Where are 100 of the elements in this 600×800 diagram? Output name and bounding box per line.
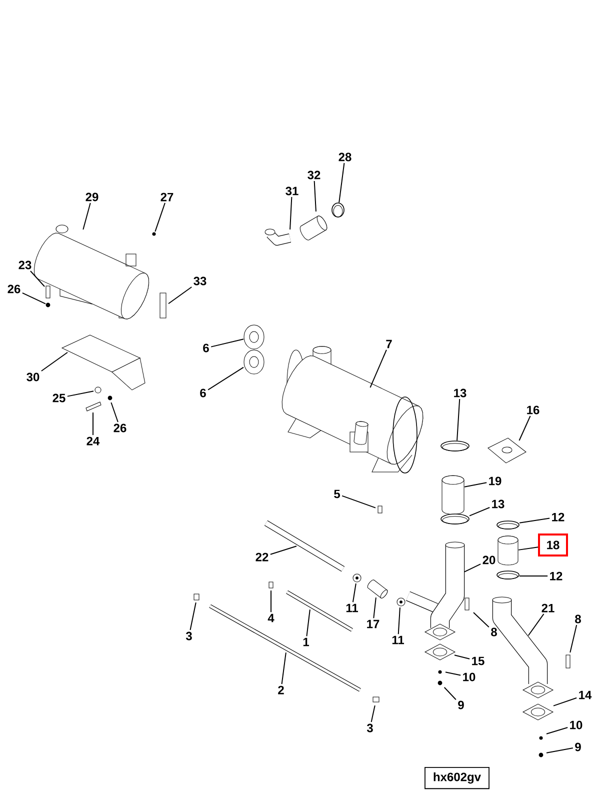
callout-number: 6 — [200, 388, 206, 398]
washer-drawing — [108, 396, 112, 400]
gasket-drawing — [522, 704, 554, 720]
leader-line — [464, 482, 488, 488]
callout-number: 11 — [392, 636, 404, 644]
leader-line — [546, 747, 574, 754]
tank-drawing — [34, 224, 150, 320]
fitting-drawing — [396, 598, 406, 606]
callout-number: 3 — [366, 724, 373, 732]
leader-line — [92, 412, 94, 436]
drawing-number-box: hx602gv — [424, 766, 490, 790]
leader-line — [270, 590, 272, 613]
callout-number: 14 — [579, 690, 592, 700]
callout-number: 18 — [538, 534, 568, 556]
gasket-drawing — [424, 644, 456, 660]
leader-line — [546, 727, 568, 734]
clamp-drawing — [496, 570, 520, 580]
leader-line — [456, 398, 460, 441]
callout-number: 10 — [570, 720, 582, 730]
clamp-drawing — [332, 202, 344, 218]
leader-line — [469, 507, 490, 516]
washer-drawing — [539, 736, 543, 740]
fitting-drawing — [194, 594, 200, 600]
callout-number: 32 — [308, 170, 320, 180]
callout-number: 28 — [338, 152, 352, 162]
callout-number: 8 — [575, 614, 581, 624]
washer-drawing — [438, 670, 442, 674]
hose-drawing — [300, 216, 328, 240]
leader-line — [370, 705, 376, 722]
leader-line — [454, 654, 470, 660]
sight-glass-drawing — [160, 292, 166, 318]
bolt-drawing — [566, 654, 570, 668]
callout-number: 9 — [575, 742, 581, 752]
leader-line — [290, 196, 292, 230]
fitting-drawing — [268, 582, 274, 588]
leader-line — [373, 597, 376, 619]
callout-number: 23 — [18, 260, 32, 270]
leader-line — [518, 416, 531, 441]
leader-line — [30, 270, 46, 287]
leader-line — [464, 564, 482, 572]
leader-line — [306, 609, 310, 637]
callout-number: 33 — [194, 276, 206, 286]
leader-line — [342, 495, 376, 508]
callout-number: 19 — [489, 476, 502, 486]
leader-line — [528, 613, 544, 636]
leader-line — [519, 518, 550, 524]
callout-number: 2 — [278, 686, 284, 694]
leader-line — [338, 162, 345, 203]
leader-line — [281, 652, 286, 685]
callout-number: 30 — [26, 372, 40, 382]
leader-line — [370, 349, 387, 388]
leader-line — [553, 697, 578, 706]
nut-drawing — [438, 680, 442, 686]
bolt-drawing — [86, 402, 102, 412]
clamp-drawing — [440, 514, 470, 524]
leader-line — [352, 583, 356, 603]
callout-number: 25 — [52, 394, 66, 402]
callout-number: 7 — [386, 340, 392, 348]
flange-drawing — [244, 350, 264, 374]
clamp-drawing — [496, 520, 520, 530]
leader-line — [154, 202, 166, 232]
leader-line — [518, 546, 538, 550]
nut-drawing — [538, 752, 544, 758]
leader-line — [473, 612, 490, 628]
callout-number: 10 — [463, 672, 476, 682]
leader-line — [444, 686, 456, 700]
leader-line — [445, 672, 462, 676]
callout-number: 6 — [203, 344, 209, 352]
flange-drawing — [244, 324, 264, 350]
bolt-drawing — [46, 286, 50, 298]
leader-line — [110, 402, 118, 422]
plug-drawing — [152, 232, 156, 236]
nut-drawing — [94, 386, 102, 394]
callout-number: 9 — [458, 700, 464, 710]
leader-line — [314, 180, 316, 212]
callout-number: 12 — [550, 572, 562, 580]
coupling-drawing — [367, 580, 388, 598]
pipe-drawing — [406, 542, 465, 640]
callout-number: 5 — [334, 490, 340, 498]
pipe-drawing — [492, 596, 554, 698]
callout-number: 29 — [86, 192, 98, 202]
callout-number: 13 — [492, 500, 504, 508]
leader-line — [40, 352, 68, 372]
leader-line — [190, 602, 196, 630]
bolt-drawing — [464, 598, 470, 610]
leader-line — [210, 338, 244, 348]
leader-line — [66, 390, 94, 397]
callout-number: 3 — [186, 632, 192, 640]
callout-number: 20 — [482, 556, 496, 564]
callout-number: 31 — [286, 186, 298, 196]
callout-number: 13 — [454, 388, 466, 398]
leader-line — [168, 286, 192, 304]
fitting-drawing — [372, 696, 380, 702]
elbow-drawing — [264, 228, 292, 246]
leader-line — [208, 366, 244, 390]
leader-line — [270, 546, 297, 555]
callout-number: 17 — [367, 620, 380, 628]
callout-number: 26 — [114, 424, 126, 432]
fitting-drawing — [352, 574, 362, 582]
callout-number: 15 — [472, 656, 484, 666]
